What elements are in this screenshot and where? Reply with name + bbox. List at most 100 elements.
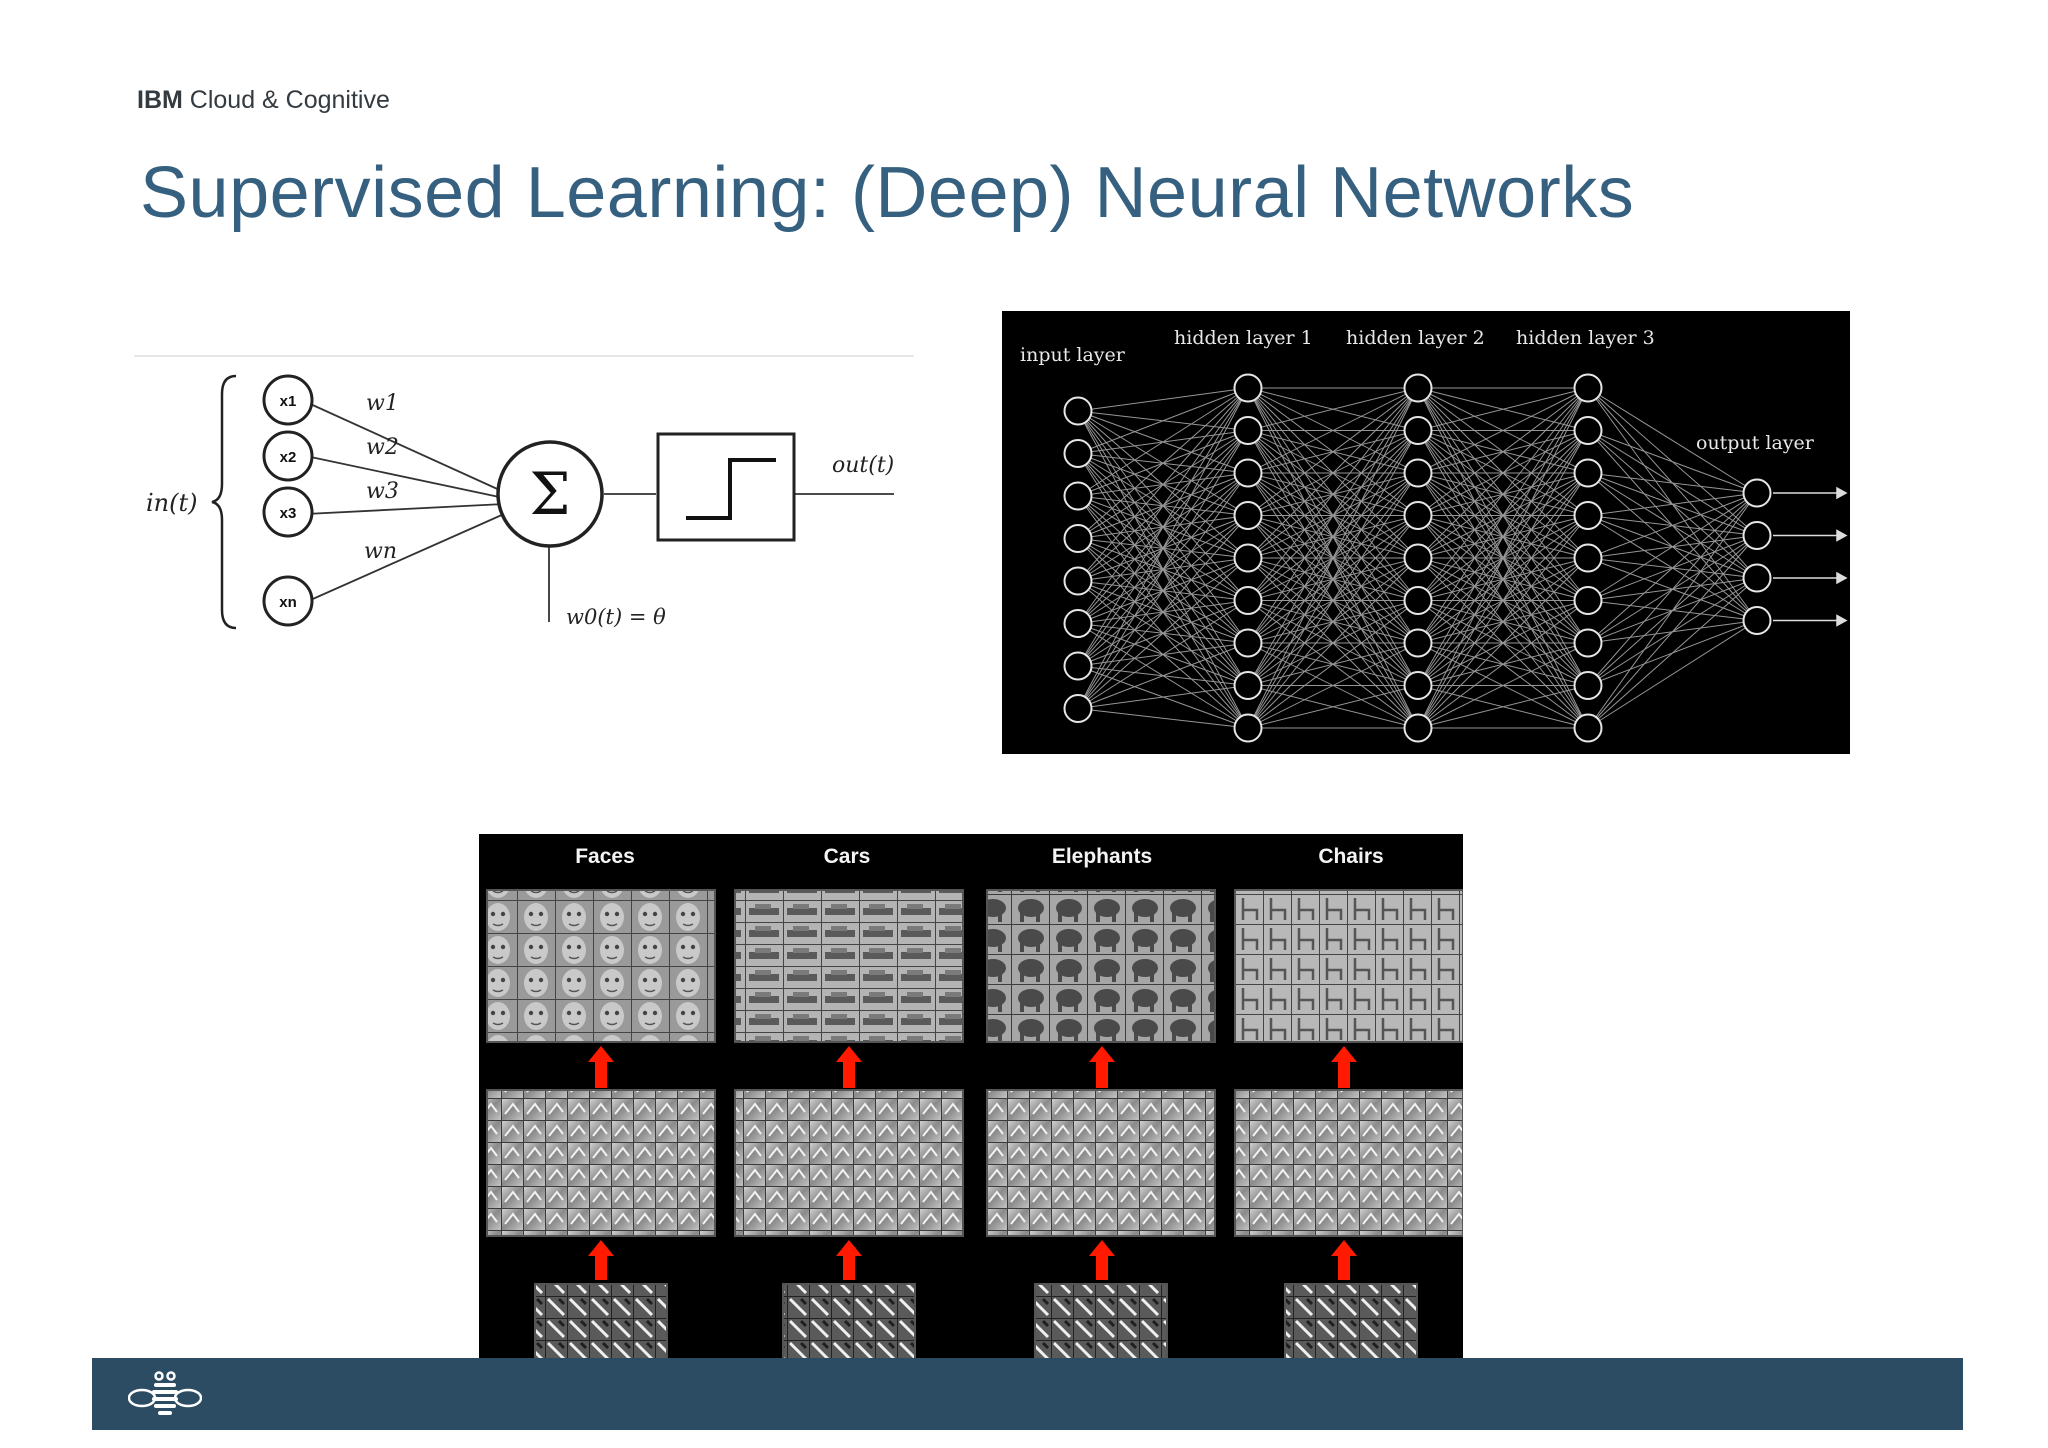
network-edge [1417,387,1589,431]
cars-object-features [734,889,964,1043]
network-edge [1077,387,1249,709]
network-edge [1077,642,1249,709]
network-edge [1247,387,1419,644]
column-label-elephants: Elephants [1052,845,1152,868]
network-edge [1587,387,1758,494]
feature-hierarchy-image: Faces Cars Elephants Chairs [479,834,1463,1370]
network-edge [1587,492,1758,686]
network-edge [1077,387,1249,582]
network-node [1063,651,1093,681]
brand-ibm: IBM [137,86,183,114]
network-node [1063,524,1093,553]
network-edge [1417,685,1589,729]
network-node [1573,373,1603,403]
elephants-part-features [986,1089,1216,1237]
network-node [1233,373,1263,403]
faces-edge-features [534,1283,668,1370]
layer-label-hidden-1: hidden layer 1 [1174,327,1313,349]
network-edge [1247,387,1419,729]
layer-label-hidden-2: hidden layer 2 [1346,327,1485,349]
network-edge [1247,557,1419,729]
column-label-cars: Cars [824,845,871,868]
feature-arrow [1089,1240,1115,1280]
network-edge [1587,492,1758,601]
network-edge [1077,557,1249,709]
network-node [1403,671,1433,700]
network-node [1403,373,1433,403]
step-function-icon [686,458,776,520]
network-edge [1247,430,1419,729]
network-edge [1587,620,1758,729]
network-edge [1077,387,1249,539]
network-edge [1247,387,1419,431]
network-edge [1417,387,1589,729]
weight-label: w3 [366,479,399,504]
network-node [1403,586,1433,615]
network-edge [1587,472,1758,494]
deep-network-diagram: input layer hidden layer 1 hidden layer … [1002,311,1850,754]
chairs-object-features [1234,889,1463,1043]
network-edge [1587,492,1758,559]
input-nodes: x1 x2 x3 xn [262,374,314,627]
network-edge [1417,387,1589,601]
input-brace [211,374,237,630]
network-node [1233,543,1263,573]
slide-title: Supervised Learning: (Deep) Neural Netwo… [140,153,1635,233]
summation-node [496,440,604,548]
network-node [1403,501,1433,530]
input-node [262,430,314,482]
feature-arrow [1331,1240,1357,1280]
network-edge [1587,492,1758,516]
input-label: x1 [280,393,297,410]
network-node [1403,628,1433,658]
network-node [1573,458,1603,488]
output-arrow-head [1836,529,1848,542]
network-node [1063,694,1093,723]
network-edge [1417,472,1589,729]
layer-label-hidden-3: hidden layer 3 [1516,327,1655,349]
input-node [262,575,314,627]
network-edge [1247,387,1419,474]
network-edge [1247,387,1419,686]
network-edge [1247,472,1419,729]
network-node [1742,606,1772,635]
input-node [262,486,314,538]
network-node [1573,501,1603,530]
input-label: xn [279,594,297,611]
network-node [1742,478,1772,508]
input-label: x3 [280,505,297,522]
network-edge [1077,515,1249,709]
network-node [1063,609,1093,638]
network-node [1233,628,1263,658]
elephants-edge-features [1034,1283,1168,1370]
output-arrow-head [1836,614,1848,627]
input-label: x2 [280,449,297,466]
feature-arrow [1089,1046,1115,1088]
network-node [1573,628,1603,658]
network-edge [1247,387,1419,559]
network-node [1233,671,1263,700]
network-node [1403,713,1433,743]
network-node [1403,458,1433,488]
column-label-chairs: Chairs [1318,845,1383,868]
network-node [1233,586,1263,615]
network-edge [1587,430,1758,494]
output-arrow-head [1836,486,1848,500]
layer-label-input: input layer [1020,344,1126,366]
network-node [1063,439,1093,468]
cars-part-features [734,1089,964,1237]
step-function-box [656,432,796,542]
network-edge [1417,600,1589,729]
bee-icon [128,1371,202,1415]
network-edge [1247,515,1419,729]
feature-arrow [1331,1046,1357,1088]
network-edge [1417,387,1589,686]
network-node [1233,713,1263,743]
network-node [1573,543,1603,573]
network-edge [1247,642,1419,729]
chairs-part-features [1234,1089,1463,1237]
perceptron-diagram: in(t) x1 x2 x3 xn w1 w2 w3 wn Σ out(t) w… [134,354,914,650]
network-edge [1077,387,1249,454]
weight-label: wn [364,539,397,564]
network-edge [1417,557,1589,729]
